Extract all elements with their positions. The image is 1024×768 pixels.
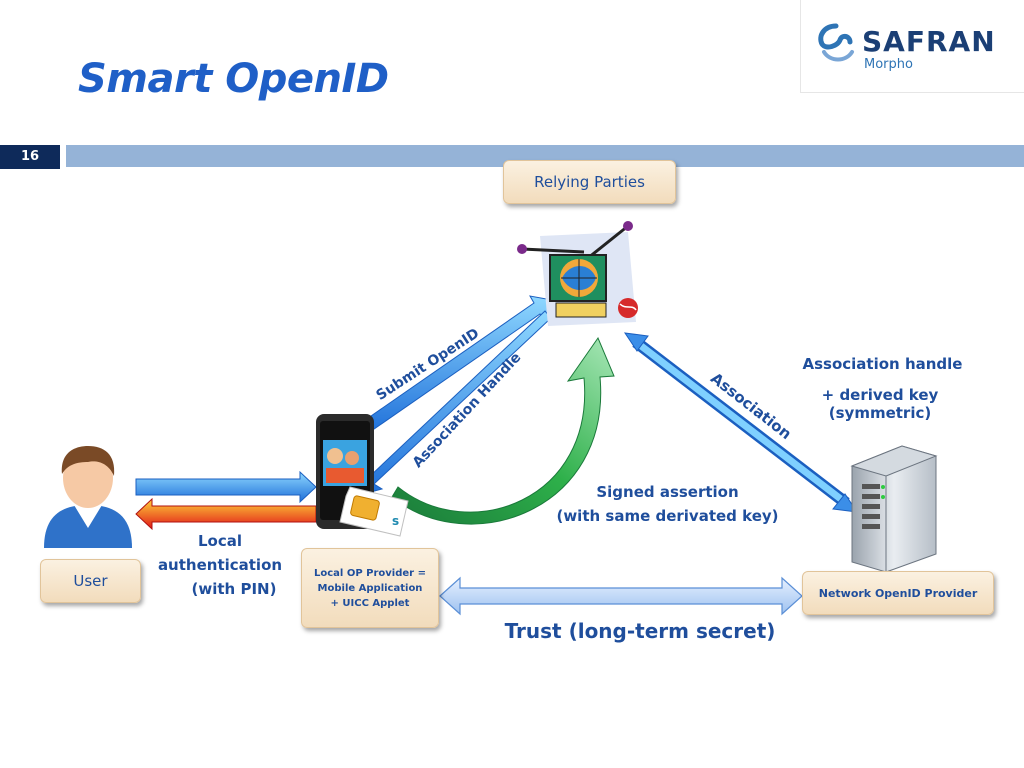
phone-to-user-arrow — [135, 497, 317, 531]
association-handle-note-line2: + derived key (symmetric) — [821, 386, 939, 422]
signed-assertion-line1: Signed assertion — [596, 483, 739, 501]
sim-card-icon: s — [339, 486, 409, 537]
page-title: Smart OpenID — [78, 56, 389, 102]
association-arrow — [623, 332, 859, 513]
svg-text:s: s — [392, 514, 399, 528]
server-tower-icon — [850, 445, 938, 573]
association-handle-note-line1: Association handle — [802, 355, 963, 373]
trust-arrow — [439, 576, 803, 616]
local-authentication-line1: Local authentication — [157, 532, 283, 574]
signed-assertion-arrow — [391, 336, 615, 525]
local-authentication-line2: (with PIN) — [191, 580, 277, 598]
local-authentication-label: Local authentication (with PIN) — [135, 529, 305, 601]
user-to-phone-arrow — [135, 470, 317, 504]
trust-label: Trust (long-term secret) — [504, 619, 776, 643]
logo-wordmark: SAFRAN — [862, 25, 996, 58]
relying-parties-node: Relying Parties — [503, 160, 676, 204]
local-op-provider-node: Local OP Provider = Mobile Application +… — [301, 548, 439, 628]
network-openid-provider-node: Network OpenID Provider — [802, 571, 994, 615]
header-bar — [66, 145, 1024, 167]
safran-logo-icon — [818, 23, 854, 62]
signed-assertion-line2: (with same derivated key) — [556, 507, 779, 525]
computer-globe-icon — [517, 221, 638, 326]
page-number: 16 — [0, 145, 60, 169]
user-node: User — [40, 559, 141, 603]
user-avatar-icon — [44, 446, 132, 548]
logo-subtitle: Morpho — [864, 57, 913, 72]
